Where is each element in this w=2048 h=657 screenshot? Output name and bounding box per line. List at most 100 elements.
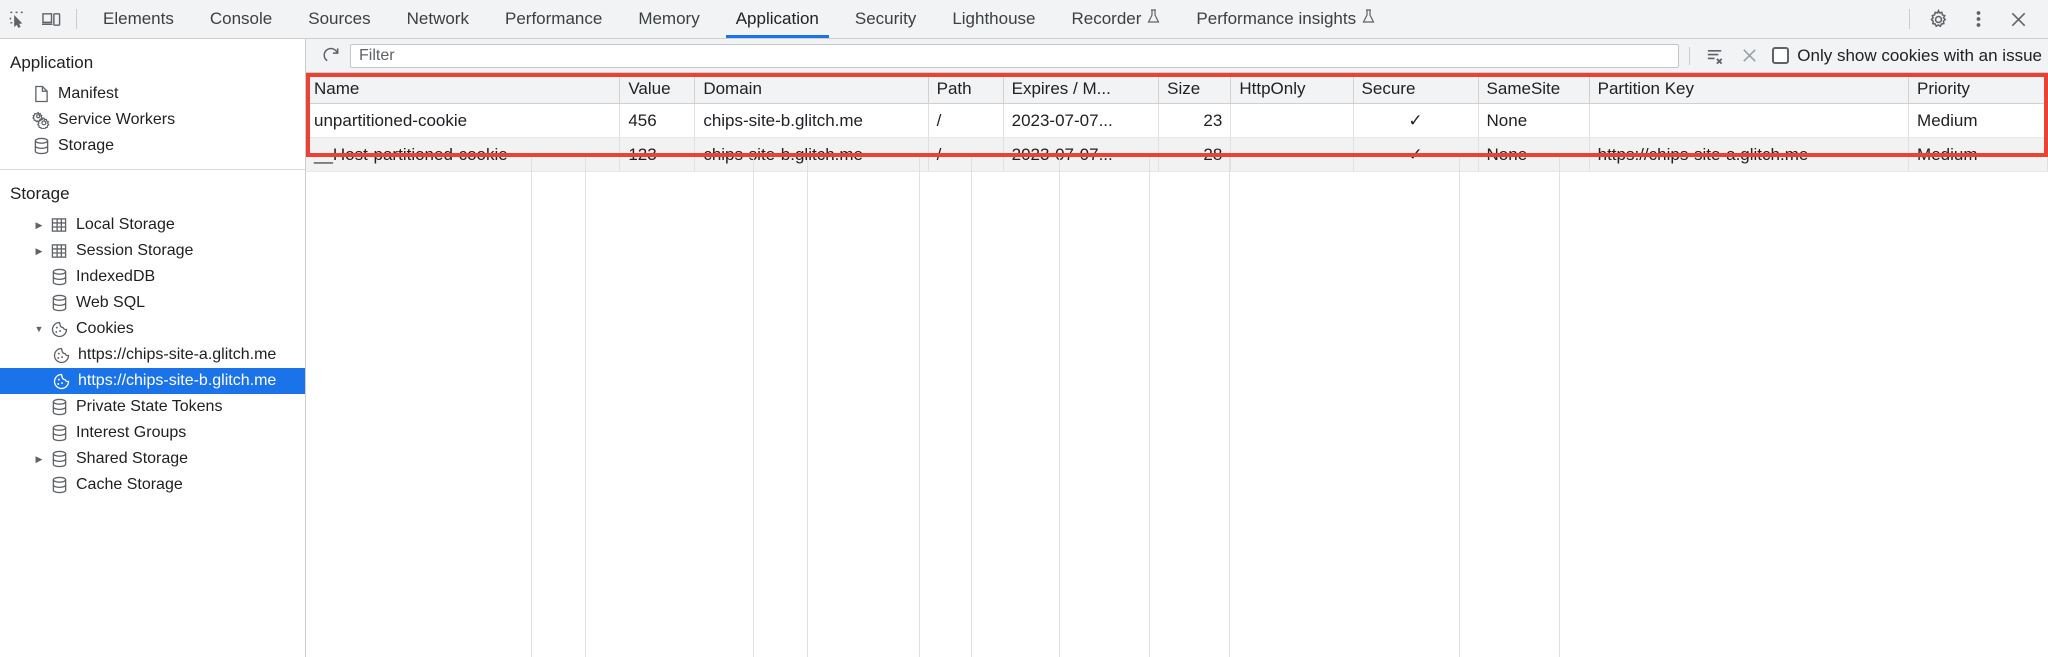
sidebar-item-private-state-tokens[interactable]: Private State Tokens xyxy=(0,394,305,420)
sidebar-item-manifest[interactable]: Manifest xyxy=(0,81,305,107)
tab-label: Performance xyxy=(504,9,603,28)
tab-label: Memory xyxy=(638,9,700,28)
clear-filtered-cookies-icon[interactable] xyxy=(1700,43,1730,69)
column-header-samesite[interactable]: SameSite xyxy=(1478,73,1590,104)
cell-name: unpartitioned-cookie xyxy=(306,103,621,138)
sidebar-item-cookies-site-a[interactable]: https://chips-site-a.glitch.me xyxy=(0,342,305,368)
column-header-partition-key[interactable]: Partition Key xyxy=(1589,73,1910,104)
column-header-size[interactable]: Size xyxy=(1158,73,1232,104)
database-icon xyxy=(48,268,70,286)
tab-memory[interactable]: Memory xyxy=(620,0,717,38)
table-icon xyxy=(48,242,70,260)
search-input[interactable] xyxy=(350,43,1680,68)
tab-label: Sources xyxy=(308,9,371,28)
sidebar-item-interest-groups[interactable]: Interest Groups xyxy=(0,420,305,446)
database-icon xyxy=(48,450,70,468)
sidebar-item-indexeddb[interactable]: IndexedDB xyxy=(0,264,305,290)
application-sidebar: Application Manifest xyxy=(0,39,306,657)
main-area: Application Manifest xyxy=(0,39,2048,657)
column-header-path[interactable]: Path xyxy=(928,73,1004,104)
cell-domain: chips-site-b.glitch.me xyxy=(694,137,929,172)
only-show-issues-label: Only show cookies with an issue xyxy=(1797,45,2042,65)
column-header-domain[interactable]: Domain xyxy=(694,73,929,104)
device-toolbar-icon[interactable] xyxy=(34,4,68,35)
table-row[interactable]: __Host-partitioned-cookie 123 chips-site… xyxy=(306,137,2048,172)
tab-performance[interactable]: Performance xyxy=(487,0,620,38)
sidebar-item-session-storage[interactable]: ▶ Session Storage xyxy=(0,238,305,264)
sidebar-item-label: Manifest xyxy=(58,85,119,102)
cell-secure: ✓ xyxy=(1353,103,1479,138)
section-title-storage: Storage xyxy=(10,184,70,203)
chevron-right-icon[interactable]: ▶ xyxy=(35,219,43,230)
cell-domain: chips-site-b.glitch.me xyxy=(694,103,929,138)
tab-label: Network xyxy=(406,9,469,28)
cookies-filter-toolbar: Only show cookies with an issue xyxy=(306,39,2048,73)
cell-secure: ✓ xyxy=(1353,137,1479,172)
cell-value: 123 xyxy=(619,137,696,172)
cell-size: 28 xyxy=(1158,137,1232,172)
column-header-expires[interactable]: Expires / M... xyxy=(1003,73,1160,104)
cell-size: 23 xyxy=(1158,103,1232,138)
inspect-element-icon[interactable] xyxy=(0,4,34,35)
sidebar-item-shared-storage[interactable]: ▶ Shared Storage xyxy=(0,446,305,472)
chevron-right-icon[interactable]: ▶ xyxy=(35,245,43,256)
sidebar-item-local-storage[interactable]: ▶ Local Storage xyxy=(0,212,305,238)
refresh-icon[interactable] xyxy=(316,43,346,69)
sidebar-item-service-workers[interactable]: Service Workers xyxy=(0,107,305,133)
tab-performance-insights[interactable]: Performance insights xyxy=(1178,0,1393,38)
sidebar-item-label: Storage xyxy=(58,137,115,154)
sidebar-item-cookies[interactable]: ▼ Cookies xyxy=(0,316,305,342)
close-icon[interactable] xyxy=(1998,4,2038,35)
cell-value: 456 xyxy=(619,103,696,138)
sidebar-item-label: Cache Storage xyxy=(76,476,183,493)
tab-recorder[interactable]: Recorder xyxy=(1054,0,1179,38)
tab-network[interactable]: Network xyxy=(389,0,487,38)
clear-all-cookies-icon[interactable] xyxy=(1734,43,1764,69)
cell-expires: 2023-07-07... xyxy=(1003,137,1160,172)
cell-priority: Medium xyxy=(1908,137,2048,172)
column-header-httponly[interactable]: HttpOnly xyxy=(1230,73,1354,104)
sidebar-item-cookies-site-b[interactable]: https://chips-site-b.glitch.me xyxy=(0,368,305,394)
tab-label: Console xyxy=(209,9,273,28)
tab-sources[interactable]: Sources xyxy=(290,0,388,38)
sidebar-item-label: Service Workers xyxy=(58,111,176,128)
more-vertical-icon[interactable] xyxy=(1958,4,1998,35)
column-header-priority[interactable]: Priority xyxy=(1908,73,2048,104)
gear-icon[interactable] xyxy=(1918,4,1958,35)
column-header-value[interactable]: Value xyxy=(619,73,696,104)
table-header-row: Name Value Domain Path Expires / M... Si… xyxy=(306,73,2048,104)
sidebar-item-web-sql[interactable]: Web SQL xyxy=(0,290,305,316)
tab-security[interactable]: Security xyxy=(837,0,934,38)
tab-console[interactable]: Console xyxy=(192,0,290,38)
tab-application[interactable]: Application xyxy=(718,0,837,38)
chevron-down-icon[interactable]: ▼ xyxy=(34,324,44,334)
cookies-table: Name Value Domain Path Expires / M... Si… xyxy=(306,73,2048,172)
chevron-right-icon[interactable]: ▶ xyxy=(35,453,43,464)
database-icon xyxy=(48,476,70,494)
table-row[interactable]: unpartitioned-cookie 456 chips-site-b.gl… xyxy=(306,103,2048,138)
tab-elements[interactable]: Elements xyxy=(85,0,192,38)
sidebar-item-label: Shared Storage xyxy=(76,450,189,467)
cell-path: / xyxy=(928,137,1004,172)
sidebar-item-label: Cookies xyxy=(76,320,134,337)
sidebar-item-storage[interactable]: Storage xyxy=(0,133,305,159)
toolbar-right-actions xyxy=(1901,4,2048,35)
cookie-icon xyxy=(48,320,70,338)
cell-partition-key: https://chips-site-a.glitch.me xyxy=(1589,137,1910,172)
column-header-secure[interactable]: Secure xyxy=(1353,73,1479,104)
tab-lighthouse[interactable]: Lighthouse xyxy=(934,0,1053,38)
sidebar-item-label: Session Storage xyxy=(76,242,194,259)
sidebar-item-label: https://chips-site-a.glitch.me xyxy=(78,346,277,363)
document-icon xyxy=(30,85,52,103)
sidebar-item-cache-storage[interactable]: Cache Storage xyxy=(0,472,305,498)
cookie-icon xyxy=(50,346,72,364)
column-header-name[interactable]: Name xyxy=(306,73,621,104)
sidebar-item-label: Local Storage xyxy=(76,216,175,233)
only-show-issues-checkbox-group[interactable]: Only show cookies with an issue xyxy=(1768,46,2042,66)
tab-label: Security xyxy=(854,9,917,28)
only-show-issues-checkbox[interactable] xyxy=(1772,47,1790,64)
experiment-flask-icon xyxy=(1147,9,1160,29)
cell-httponly xyxy=(1230,103,1354,138)
cookie-icon xyxy=(50,372,72,390)
cell-priority: Medium xyxy=(1908,103,2048,138)
